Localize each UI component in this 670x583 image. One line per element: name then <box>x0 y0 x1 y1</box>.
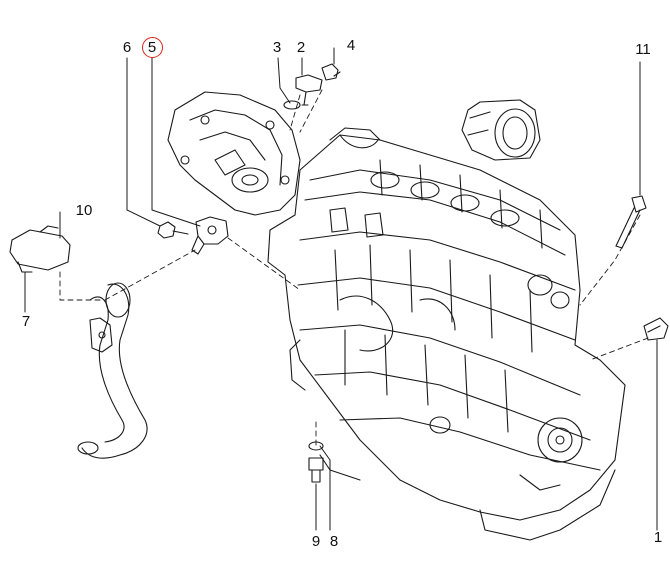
callout-4: 4 <box>346 37 356 54</box>
callout-5: 5 <box>147 39 157 56</box>
callout-1: 1 <box>653 529 663 546</box>
part-5-sensor <box>191 216 229 255</box>
timing-cover-housing <box>167 91 301 216</box>
leader-lines <box>24 47 658 531</box>
intake-throttle-body <box>461 99 541 161</box>
callout-9: 9 <box>311 533 321 550</box>
part-4-bolt <box>321 63 341 81</box>
callout-10: 10 <box>75 202 93 219</box>
engine-block <box>267 127 626 541</box>
dashed-alignment-lines <box>59 89 649 446</box>
callout-6: 6 <box>122 39 132 56</box>
part-3-o-ring <box>283 100 301 110</box>
callout-11: 11 <box>635 41 651 58</box>
part-9-plug <box>308 457 324 483</box>
part-1-sensor <box>643 317 669 341</box>
callout-8: 8 <box>329 533 339 550</box>
part-2-sensor <box>295 74 323 106</box>
callout-7: 7 <box>21 313 31 330</box>
part-7-module <box>9 225 71 273</box>
callout-5-highlight-ring <box>142 37 163 58</box>
intake-hose <box>77 282 148 459</box>
part-6-bolt <box>157 221 189 239</box>
callout-3: 3 <box>272 39 282 56</box>
part-11-rod <box>615 195 647 249</box>
callout-2: 2 <box>296 39 306 56</box>
